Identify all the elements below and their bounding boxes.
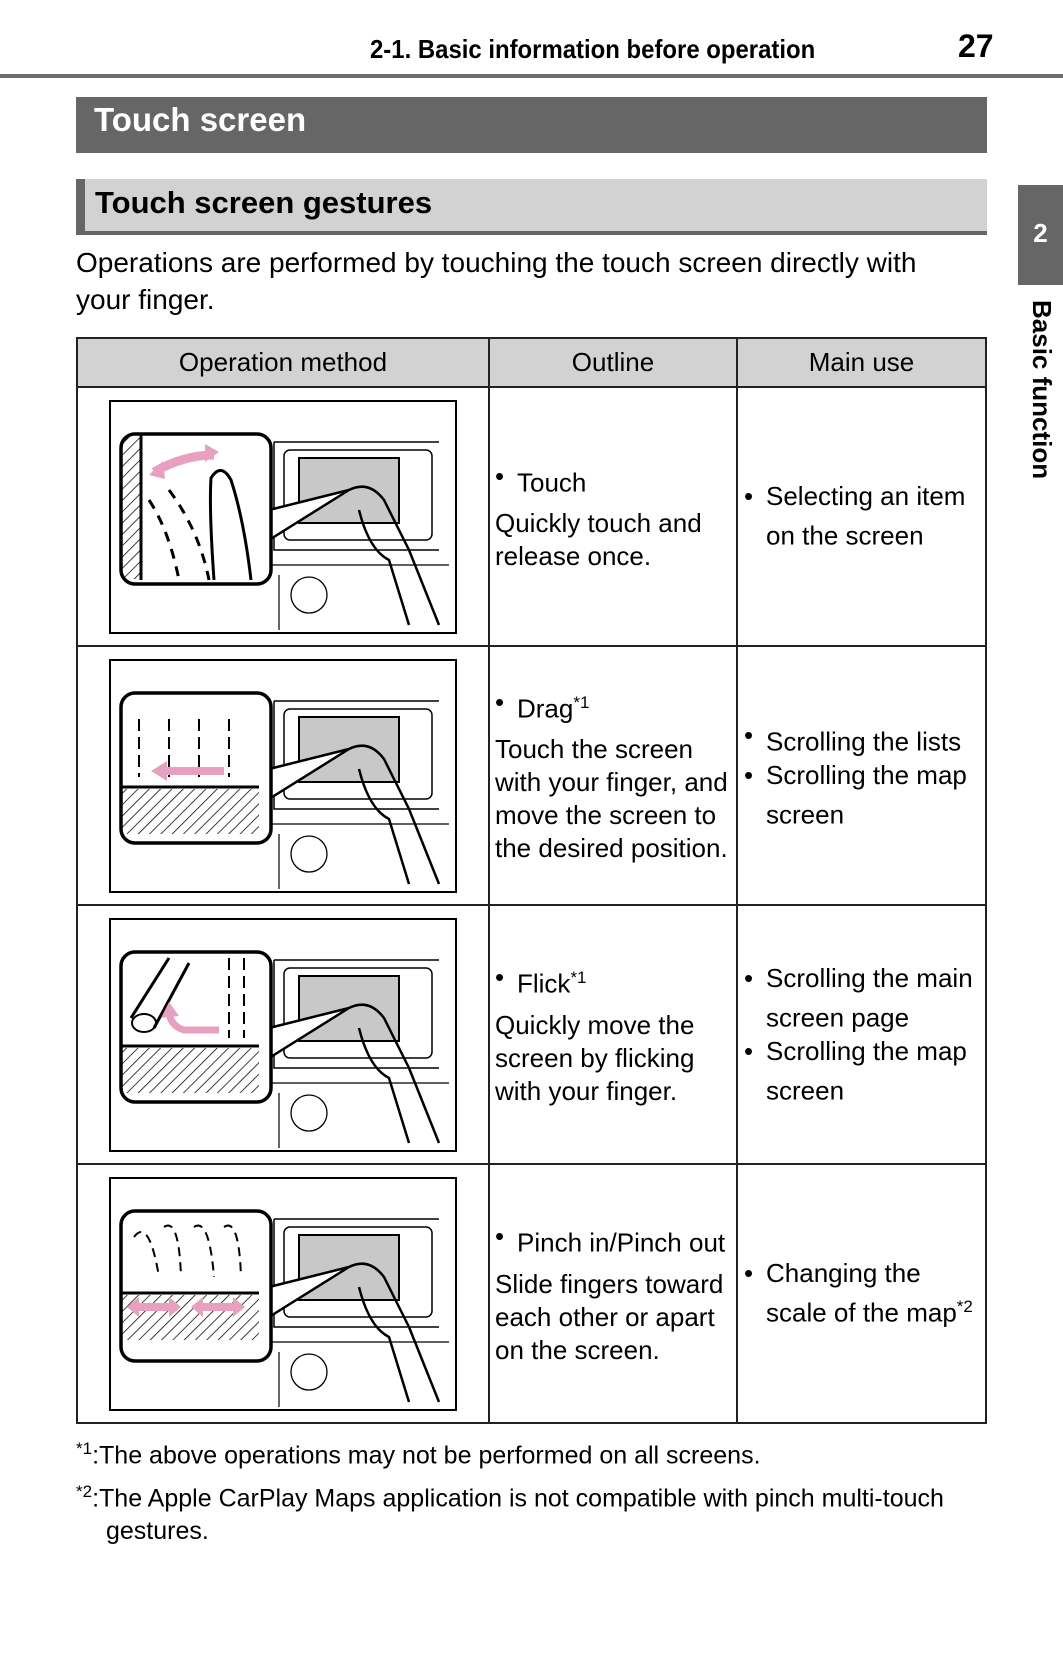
bullet-icon: • xyxy=(495,686,505,717)
main-use-text: Scrolling the map screen xyxy=(766,760,967,830)
main-use-cell: • Scrolling the lists • Scrolling the map s… xyxy=(736,645,987,906)
footnote-1: *1:The above operations may not be perfo… xyxy=(76,1439,761,1470)
main-use-cell: • Changing the scale of the map*2 xyxy=(736,1163,987,1424)
footnote-mark: *2 xyxy=(76,1482,93,1501)
gesture-name: Flick xyxy=(517,968,571,999)
footnote-mark: *1 xyxy=(76,1439,93,1458)
main-use-text: Scrolling the lists xyxy=(766,727,962,757)
bullet-icon: • xyxy=(495,962,505,993)
main-use-cell: • Selecting an item on the screen xyxy=(736,386,987,647)
footnote-2: *2:The Apple CarPlay Maps application is… xyxy=(76,1482,944,1546)
touch-gesture-illustration xyxy=(109,399,457,634)
footnote-ref: *1 xyxy=(573,692,590,712)
intro-text: Operations are performed by touching the… xyxy=(76,247,917,315)
main-use-item: • Selecting an item on the screen xyxy=(744,480,981,553)
main-use-item: • Scrolling the map screen xyxy=(744,759,981,832)
page-header: 2-1. Basic information before operation … xyxy=(0,0,1063,77)
footnote-ref: *2 xyxy=(956,1297,973,1317)
col-outline: Outline xyxy=(488,337,738,388)
bullet-icon: • xyxy=(744,720,754,751)
bullet-icon: • xyxy=(495,1221,505,1252)
page-title: Touch screen xyxy=(76,97,987,153)
operation-method-cell xyxy=(76,1163,490,1424)
chapter-label: Basic function xyxy=(1027,300,1057,480)
bullet-icon: • xyxy=(744,1258,754,1289)
gesture-name: Drag xyxy=(517,693,574,724)
bullet-icon: • xyxy=(744,481,754,512)
main-use-text: Scrolling the main screen page xyxy=(766,962,973,1033)
footnote-text: The above operations may not be performe… xyxy=(99,1441,761,1470)
bullet-icon: • xyxy=(495,460,505,491)
main-use-item: • Changing the scale of the map*2 xyxy=(744,1257,981,1330)
gesture-table: Operation method Outline Main use • Touch… xyxy=(76,337,987,1424)
main-use-item: • Scrolling the lists xyxy=(744,719,981,759)
col-main-use: Main use xyxy=(736,337,987,388)
footnote-ref: *1 xyxy=(570,968,587,988)
main-use-text: Selecting an item on the screen xyxy=(766,481,966,551)
gesture-name: Pinch in/Pinch out xyxy=(517,1227,726,1258)
page-number: 27 xyxy=(958,28,994,64)
main-use-item: • Scrolling the map screen xyxy=(744,1035,981,1108)
bullet-icon: • xyxy=(744,962,754,993)
main-use-text: Changing the scale of the map xyxy=(766,1258,957,1328)
section-title: 2-1. Basic information before operation xyxy=(370,34,816,64)
gesture-name: Touch xyxy=(517,467,587,498)
operation-method-cell xyxy=(76,386,490,647)
col-operation-method: Operation method xyxy=(76,337,490,388)
operation-method-cell xyxy=(76,645,490,906)
section-heading: Touch screen gestures xyxy=(76,179,987,235)
gesture-description: Quickly touch and release once. xyxy=(495,508,702,572)
pinch-gesture-illustration xyxy=(109,1176,457,1411)
drag-gesture-illustration xyxy=(109,658,457,893)
header-rule xyxy=(0,74,1063,78)
main-use-cell: • Scrolling the main screen page • Scrollin… xyxy=(736,904,987,1165)
bullet-icon: • xyxy=(744,760,754,790)
main-use-text: Scrolling the map screen xyxy=(766,1035,967,1106)
chapter-tab[interactable]: 2 xyxy=(1018,185,1063,285)
footnote-text: The Apple CarPlay Maps application is no… xyxy=(99,1484,944,1546)
gesture-description: Touch the screen with your finger, and m… xyxy=(495,734,728,864)
gesture-description: Slide fingers toward each other or apart… xyxy=(495,1268,724,1365)
gesture-description: Quickly move the screen by flicking with… xyxy=(495,1009,695,1106)
flick-gesture-illustration xyxy=(109,917,457,1152)
bullet-icon: • xyxy=(744,1035,754,1066)
main-use-item: • Scrolling the main screen page xyxy=(744,962,981,1035)
operation-method-cell xyxy=(76,904,490,1165)
